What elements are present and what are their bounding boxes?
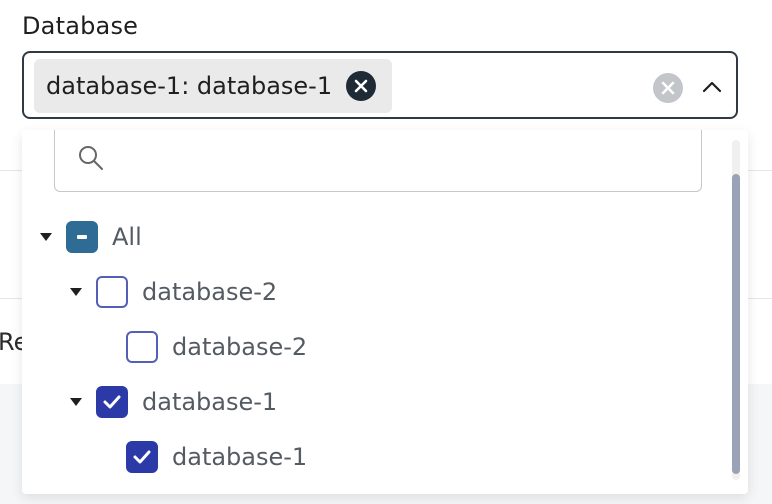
chevron-up-icon[interactable] <box>700 75 724 99</box>
checkbox-database-1-item[interactable] <box>126 441 158 473</box>
selected-chip-label: database-1: database-1 <box>46 72 333 100</box>
checkbox-database-2-item[interactable] <box>126 331 158 363</box>
tree-row-database-2-item[interactable]: database-2 <box>100 327 307 367</box>
search-field <box>54 130 702 192</box>
search-input[interactable] <box>115 140 679 180</box>
tree-label-database-1-group: database-1 <box>142 388 278 416</box>
minus-icon <box>77 235 87 239</box>
tree-row-all[interactable]: All <box>40 217 142 257</box>
scrollbar-thumb[interactable] <box>732 174 740 474</box>
caret-down-icon[interactable] <box>70 288 82 296</box>
check-icon <box>103 395 121 409</box>
selected-chip: database-1: database-1 <box>34 59 393 113</box>
database-select[interactable]: database-1: database-1 <box>22 51 738 119</box>
chip-remove-icon[interactable] <box>346 71 377 101</box>
search-icon <box>79 146 103 170</box>
tree-row-database-1-group[interactable]: database-1 <box>70 382 277 422</box>
caret-down-icon[interactable] <box>70 398 82 406</box>
tree-label-database-1-item: database-1 <box>172 443 308 471</box>
tree-row-database-1-item[interactable]: database-1 <box>100 437 307 477</box>
clear-icon[interactable] <box>653 73 683 103</box>
check-icon <box>133 450 151 464</box>
checkbox-database-2-group[interactable] <box>96 276 128 308</box>
checkbox-database-1-group[interactable] <box>96 386 128 418</box>
tree-row-database-2-group[interactable]: database-2 <box>70 272 277 312</box>
checkbox-all[interactable] <box>66 221 98 253</box>
tree-label-database-2-group: database-2 <box>142 278 278 306</box>
field-label: Database <box>22 12 139 40</box>
tree-label-all: All <box>112 223 142 251</box>
dropdown-panel: All database-2 database-2 database-1 <box>22 130 748 494</box>
caret-down-icon[interactable] <box>40 233 52 241</box>
tree-label-database-2-item: database-2 <box>172 333 308 361</box>
